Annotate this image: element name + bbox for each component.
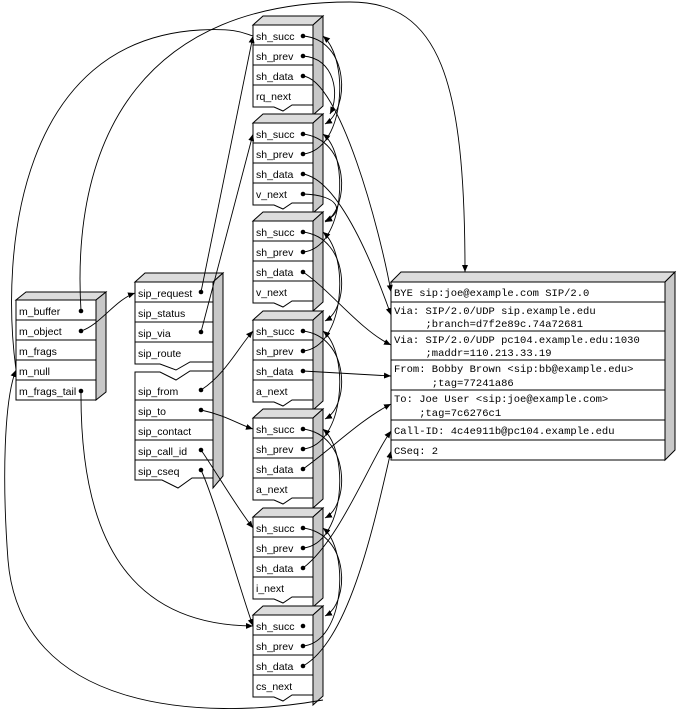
sip-field-call-id: sip_call_id xyxy=(138,446,187,458)
header-field: sh_data xyxy=(256,563,294,575)
message-via-2-param: ;maddr=110.213.33.19 xyxy=(394,348,552,360)
header-field: cs_next xyxy=(256,681,292,693)
sip-field-contact: sip_contact xyxy=(138,426,191,438)
header-struct-v1: sh_succ sh_prev sh_data v_next xyxy=(251,112,325,215)
sip-field-cseq: sip_cseq xyxy=(138,466,180,478)
header-field: sh_data xyxy=(256,71,294,83)
header-field: sh_data xyxy=(256,169,294,181)
message-from: From: Bobby Brown <sip:bb@example.edu> xyxy=(394,364,633,376)
header-field: sh_succ xyxy=(256,326,295,338)
header-field: sh_succ xyxy=(256,523,295,535)
header-field: sh_data xyxy=(256,366,294,378)
header-field: sh_prev xyxy=(256,543,294,555)
header-field: a_next xyxy=(256,386,288,398)
header-field: i_next xyxy=(256,583,284,595)
header-field: a_next xyxy=(256,484,288,496)
header-field: sh_prev xyxy=(256,247,294,259)
header-field: sh_succ xyxy=(256,227,295,239)
msg-field-m-null: m_null xyxy=(19,366,50,378)
header-struct-a1: sh_succ sh_prev sh_data a_next xyxy=(251,309,325,412)
sip-field-request: sip_request xyxy=(138,288,192,300)
message-cseq: CSeq: 2 xyxy=(394,446,438,458)
msg-field-m-frags-tail: m_frags_tail xyxy=(19,386,76,398)
header-field: v_next xyxy=(256,189,287,201)
header-struct-cs: sh_succ sh_prev sh_data cs_next xyxy=(251,604,325,707)
sip-field-from: sip_from xyxy=(138,386,179,398)
header-field: sh_prev xyxy=(256,51,294,63)
message-via-1-param: ;branch=d7f2e89c.74a72681 xyxy=(394,319,583,331)
header-field: sh_prev xyxy=(256,444,294,456)
msg-field-m-object: m_object xyxy=(19,326,62,338)
header-field: sh_succ xyxy=(256,129,295,141)
header-field: sh_prev xyxy=(256,149,294,161)
header-field: sh_data xyxy=(256,267,294,279)
header-struct-v2: sh_succ sh_prev sh_data v_next xyxy=(251,210,325,313)
header-field: rq_next xyxy=(256,91,291,103)
header-field: sh_data xyxy=(256,464,294,476)
sip-field-to: sip_to xyxy=(138,406,166,418)
header-field: sh_prev xyxy=(256,346,294,358)
header-struct-rq: sh_succ sh_prev sh_data rq_next xyxy=(251,14,325,117)
message-via-1: Via: SIP/2.0/UDP sip.example.edu xyxy=(394,306,596,318)
sip-struct: sip_request sip_status sip_via sip_route… xyxy=(133,271,225,490)
message-to: To: Joe User <sip:joe@example.com> xyxy=(394,394,608,406)
msg-field-m-frags: m_frags xyxy=(19,346,57,358)
header-field: v_next xyxy=(256,287,287,299)
message-call-id: Call-ID: 4c4e911b@pc104.example.edu xyxy=(394,426,615,438)
sip-field-route: sip_route xyxy=(138,348,181,360)
header-field: sh_succ xyxy=(256,31,295,43)
header-field: sh_succ xyxy=(256,621,295,633)
sip-field-via: sip_via xyxy=(138,328,171,340)
header-field: sh_data xyxy=(256,661,294,673)
header-field: sh_succ xyxy=(256,424,295,436)
sip-message-buffer: BYE sip:joe@example.com SIP/2.0 Via: SIP… xyxy=(389,270,677,462)
pointer-connectors xyxy=(4,1,468,709)
msg-field-m-buffer: m_buffer xyxy=(19,306,61,318)
message-via-2: Via: SIP/2.0/UDP pc104.example.edu:1030 xyxy=(394,335,640,347)
message-to-tag: ;tag=7c6276c1 xyxy=(394,408,501,420)
message-from-tag: ;tag=77241a86 xyxy=(394,378,514,390)
msg-struct: m_buffer m_object m_frags m_null m_frags… xyxy=(14,290,108,402)
message-request-line: BYE sip:joe@example.com SIP/2.0 xyxy=(394,288,589,300)
header-struct-a2: sh_succ sh_prev sh_data a_next xyxy=(251,407,325,510)
header-struct-i: sh_succ sh_prev sh_data i_next xyxy=(251,506,325,609)
sip-field-status: sip_status xyxy=(138,308,185,320)
header-field: sh_prev xyxy=(256,641,294,653)
